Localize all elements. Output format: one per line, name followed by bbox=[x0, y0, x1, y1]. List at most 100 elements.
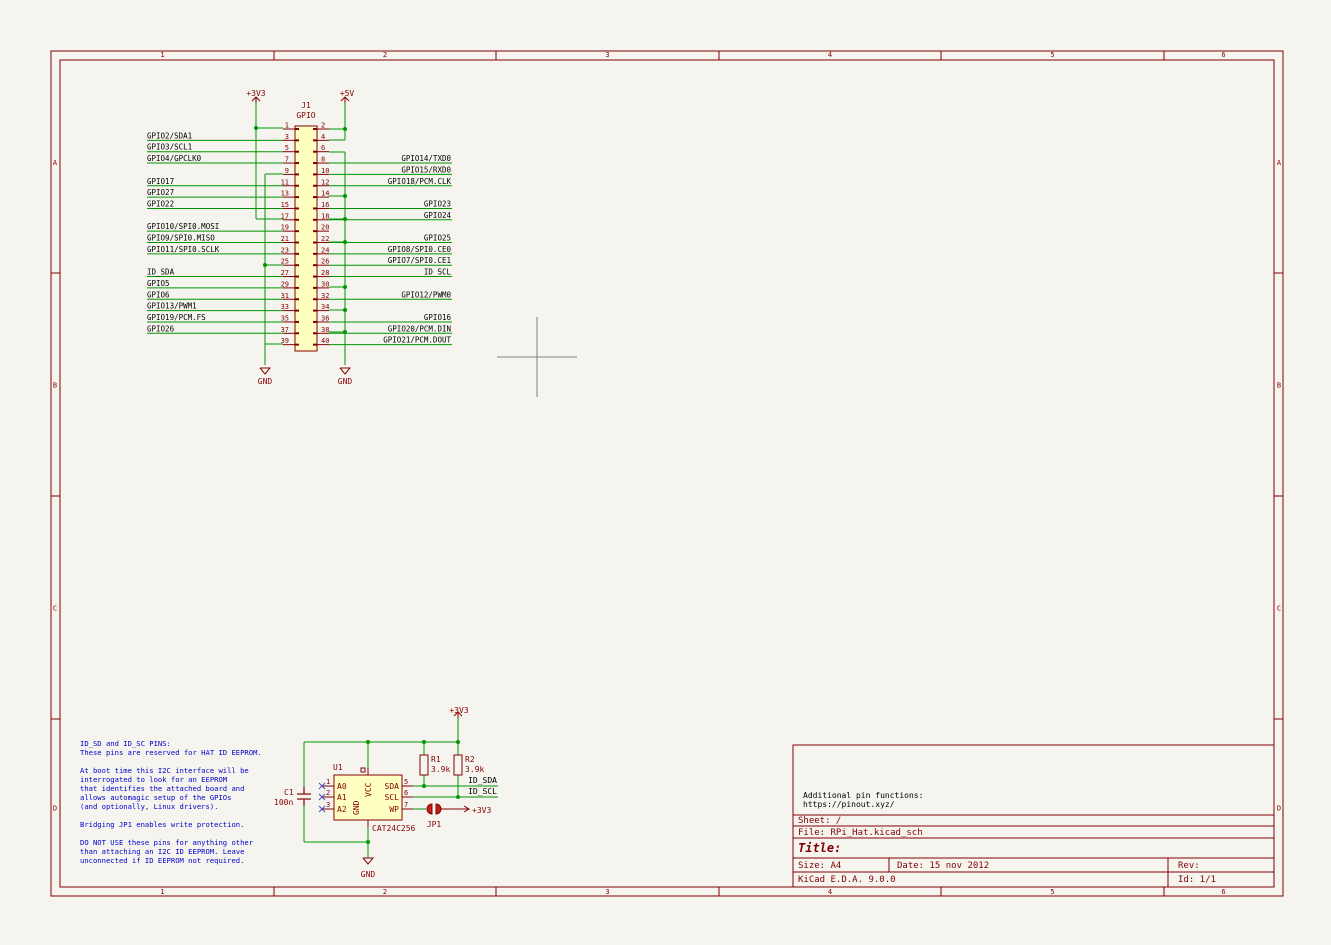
r1-reference: R1 bbox=[431, 755, 441, 764]
u1-pin-a0: A0 bbox=[337, 782, 347, 791]
j1-pin-number: 36 bbox=[321, 314, 329, 322]
frame-row-label: C bbox=[1277, 605, 1281, 613]
j1-pin-number: 28 bbox=[321, 269, 329, 277]
note-line: than attaching an I2C ID EEPROM. Leave bbox=[80, 847, 244, 856]
power-3v3-top[interactable] bbox=[251, 96, 261, 103]
jumper-jp1[interactable] bbox=[426, 803, 470, 815]
net-label-right: GPIO25 bbox=[424, 234, 451, 243]
note-line: At boot time this I2C interface will be bbox=[80, 766, 249, 775]
resistor-r2[interactable] bbox=[453, 754, 463, 776]
j1-pin-number: 1 bbox=[285, 122, 289, 130]
u1-value: CAT24C256 bbox=[372, 824, 416, 833]
j1-pin-number: 8 bbox=[321, 156, 325, 164]
capacitor-c1[interactable] bbox=[297, 787, 311, 806]
j1-reference: J1 bbox=[301, 101, 311, 110]
net-label-right: GPIO23 bbox=[424, 199, 451, 208]
net-label-left: GPIO13/PWM1 bbox=[147, 302, 197, 311]
eeprom-u1[interactable]: A0 A1 A2 1 2 3 SDA SCL WP 5 6 7 VCC GND bbox=[318, 767, 413, 827]
r2-value: 3.9k bbox=[465, 765, 484, 774]
title-file: File: RPi_Hat.kicad_sch bbox=[798, 828, 923, 838]
frame-column-label: 1 bbox=[160, 888, 164, 896]
hat-eeprom-note: ID_SD and ID_SC PINS:These pins are rese… bbox=[80, 739, 262, 865]
j1-pin-number: 10 bbox=[321, 167, 329, 175]
net-label-left: GPIO10/SPI0.MOSI bbox=[147, 222, 219, 231]
gnd-symbol-eeprom[interactable] bbox=[362, 857, 375, 865]
j1-pin-number: 26 bbox=[321, 258, 329, 266]
gnd-symbol-right[interactable] bbox=[339, 367, 352, 375]
net-label-left: ID_SDA bbox=[147, 268, 175, 277]
u1-pin-a2: A2 bbox=[337, 805, 347, 814]
frame-column-label: 6 bbox=[1221, 51, 1225, 59]
frame-column-label: 4 bbox=[828, 888, 832, 896]
net-label-left: GPIO3/SCL1 bbox=[147, 143, 192, 152]
eeprom-wires bbox=[303, 718, 498, 858]
net-label-left: GPIO17 bbox=[147, 177, 174, 186]
net-label-id-sda: ID_SDA bbox=[468, 776, 497, 785]
net-label-right: ID_SCL bbox=[424, 268, 452, 277]
cursor-crosshair bbox=[497, 317, 577, 397]
gnd-eeprom-label: GND bbox=[361, 870, 376, 879]
title-sheet: Sheet: / bbox=[798, 816, 841, 826]
r1-value: 3.9k bbox=[431, 765, 450, 774]
j1-pin-number: 33 bbox=[281, 303, 289, 311]
j1-pin-number: 21 bbox=[281, 235, 289, 243]
note-line: DO NOT USE these pins for anything other bbox=[80, 838, 254, 847]
j1-pin-number: 4 bbox=[321, 133, 325, 141]
u1-pin-num-7: 7 bbox=[404, 801, 408, 809]
frame-column-label: 5 bbox=[1050, 888, 1054, 896]
j1-pin-number: 2 bbox=[321, 122, 325, 130]
net-label-left: GPIO19/PCM.FS bbox=[147, 313, 206, 322]
j1-pin-number: 17 bbox=[281, 212, 289, 220]
power-5v-top[interactable] bbox=[340, 96, 350, 103]
net-label-left: GPIO2/SDA1 bbox=[147, 131, 192, 140]
u1-pin-num-2: 2 bbox=[326, 789, 330, 797]
u1-pin-num-1: 1 bbox=[326, 778, 330, 786]
net-label-right: GPIO18/PCM.CLK bbox=[388, 177, 452, 186]
j1-pin-number: 39 bbox=[281, 337, 289, 345]
power-3v3-eeprom[interactable] bbox=[453, 711, 463, 718]
u1-pin-num-6: 6 bbox=[404, 789, 408, 797]
j1-pin-number: 25 bbox=[281, 258, 289, 266]
j1-pin-number: 27 bbox=[281, 269, 289, 277]
j1-pin-number: 6 bbox=[321, 144, 325, 152]
frame-row-label: B bbox=[1277, 382, 1281, 390]
j1-pin-number: 37 bbox=[281, 326, 289, 334]
u1-pin-scl: SCL bbox=[385, 793, 400, 802]
net-label-left: GPIO22 bbox=[147, 199, 174, 208]
note-line: These pins are reserved for HAT ID EEPRO… bbox=[80, 748, 262, 757]
c1-reference: C1 bbox=[284, 788, 294, 797]
net-labels-left: GPIO2/SDA1GPIO3/SCL1GPIO4/GPCLK0GPIO17GP… bbox=[147, 131, 220, 333]
frame-row-label: D bbox=[1277, 805, 1281, 813]
net-label-left: GPIO26 bbox=[147, 324, 175, 333]
net-label-right: GPIO15/RXD0 bbox=[401, 165, 451, 174]
net-label-left: GPIO11/SPI0.SCLK bbox=[147, 245, 220, 254]
resistor-r1[interactable] bbox=[419, 754, 429, 776]
frame-column-label: 2 bbox=[383, 51, 387, 59]
net-label-right: GPIO20/PCM.DIN bbox=[388, 324, 451, 333]
title-date: Date: 15 nov 2012 bbox=[897, 861, 989, 871]
frame-column-label: 4 bbox=[828, 51, 832, 59]
j1-pin-number: 13 bbox=[281, 190, 289, 198]
frame-column-label: 3 bbox=[605, 888, 609, 896]
j1-pin-number: 19 bbox=[281, 224, 289, 232]
gnd-left-label: GND bbox=[258, 377, 273, 386]
j1-pin-number: 18 bbox=[321, 212, 329, 220]
j1-pin-number: 14 bbox=[321, 190, 329, 198]
gnd-symbol-left[interactable] bbox=[259, 367, 272, 375]
net-label-right: GPIO14/TXD0 bbox=[401, 154, 451, 163]
j1-pin-number: 9 bbox=[285, 167, 289, 175]
u1-reference: U1 bbox=[333, 763, 343, 772]
title-tool: KiCad E.D.A. 9.0.0 bbox=[798, 875, 896, 885]
note-line: that identifies the attached board and bbox=[80, 784, 244, 793]
c1-value: 100n bbox=[274, 798, 293, 807]
frame-column-label: 1 bbox=[160, 51, 164, 59]
j1-pin-number: 32 bbox=[321, 292, 329, 300]
j1-pin-number: 23 bbox=[281, 246, 289, 254]
u1-pin-a1: A1 bbox=[337, 793, 347, 802]
j1-pin-number: 22 bbox=[321, 235, 329, 243]
